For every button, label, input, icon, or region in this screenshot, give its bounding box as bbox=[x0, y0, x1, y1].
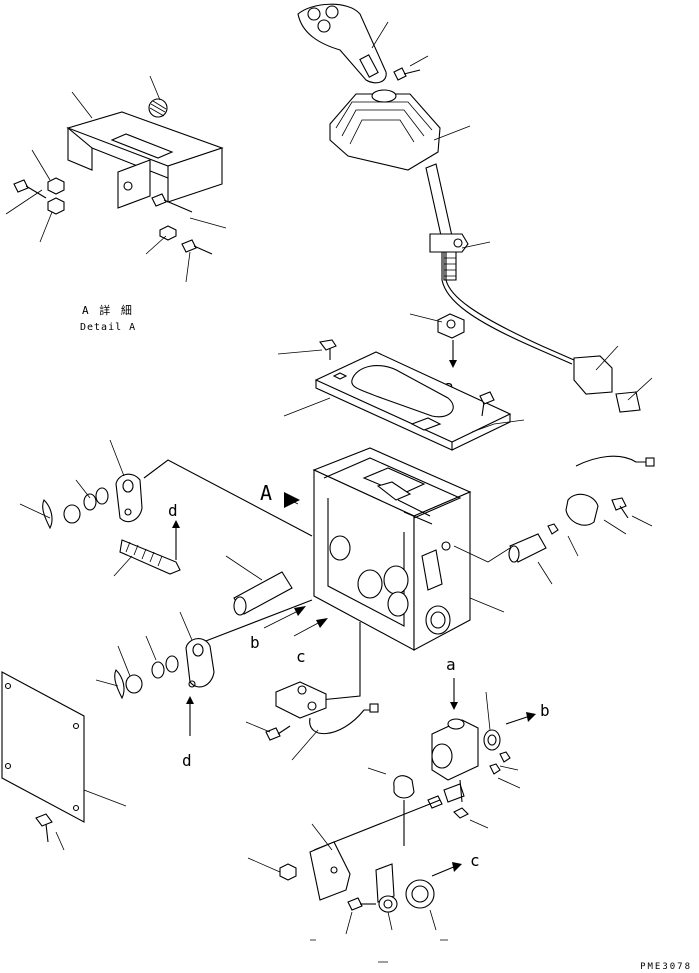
rod-pin bbox=[225, 555, 293, 616]
arrow-b-right-head bbox=[526, 712, 536, 722]
view-marker-a: A bbox=[260, 481, 272, 505]
arrow-a-top-head bbox=[449, 360, 457, 368]
arrow-c-left-head bbox=[316, 618, 328, 628]
arrow-c-left-line bbox=[293, 621, 321, 637]
bottom-edge-marks bbox=[310, 939, 448, 963]
main-housing bbox=[312, 447, 505, 651]
upper-linkage bbox=[19, 439, 313, 577]
side-cover-panel bbox=[1, 671, 127, 851]
arrow-d-bottom-head bbox=[186, 696, 194, 704]
view-arrow-hatch bbox=[285, 493, 299, 505]
view-arrow-head bbox=[284, 492, 300, 508]
arrow-d-top-head bbox=[172, 520, 180, 528]
arrow-c-right-head bbox=[452, 862, 462, 872]
label-c-left: c bbox=[296, 647, 306, 666]
label-d-top: d bbox=[168, 501, 178, 520]
switch-assembly bbox=[245, 622, 379, 761]
arrow-c-right-line bbox=[431, 865, 457, 877]
drawing-number: PME3078 bbox=[640, 962, 692, 972]
control-lever-assembly bbox=[297, 3, 653, 413]
arrow-b-left-head bbox=[294, 606, 306, 616]
detail-caption-english: Detail A bbox=[80, 322, 136, 333]
right-side-parts bbox=[453, 455, 655, 585]
label-c-right: c bbox=[470, 851, 480, 870]
label-b-right: b bbox=[540, 701, 550, 720]
arrow-a-bottom-head bbox=[450, 702, 458, 710]
arrow-b-right-line bbox=[505, 715, 531, 725]
label-a-bottom: a bbox=[446, 655, 456, 674]
cover-plate bbox=[277, 339, 525, 451]
valve-assembly bbox=[247, 691, 521, 935]
detail-caption-japanese: A 詳 細 bbox=[82, 303, 134, 317]
arrow-b-left-line bbox=[263, 609, 301, 629]
label-b-left: b bbox=[250, 633, 260, 652]
lower-linkage bbox=[95, 599, 313, 700]
detail-a-bracket-assembly bbox=[5, 75, 227, 283]
label-d-bottom: d bbox=[182, 751, 192, 770]
